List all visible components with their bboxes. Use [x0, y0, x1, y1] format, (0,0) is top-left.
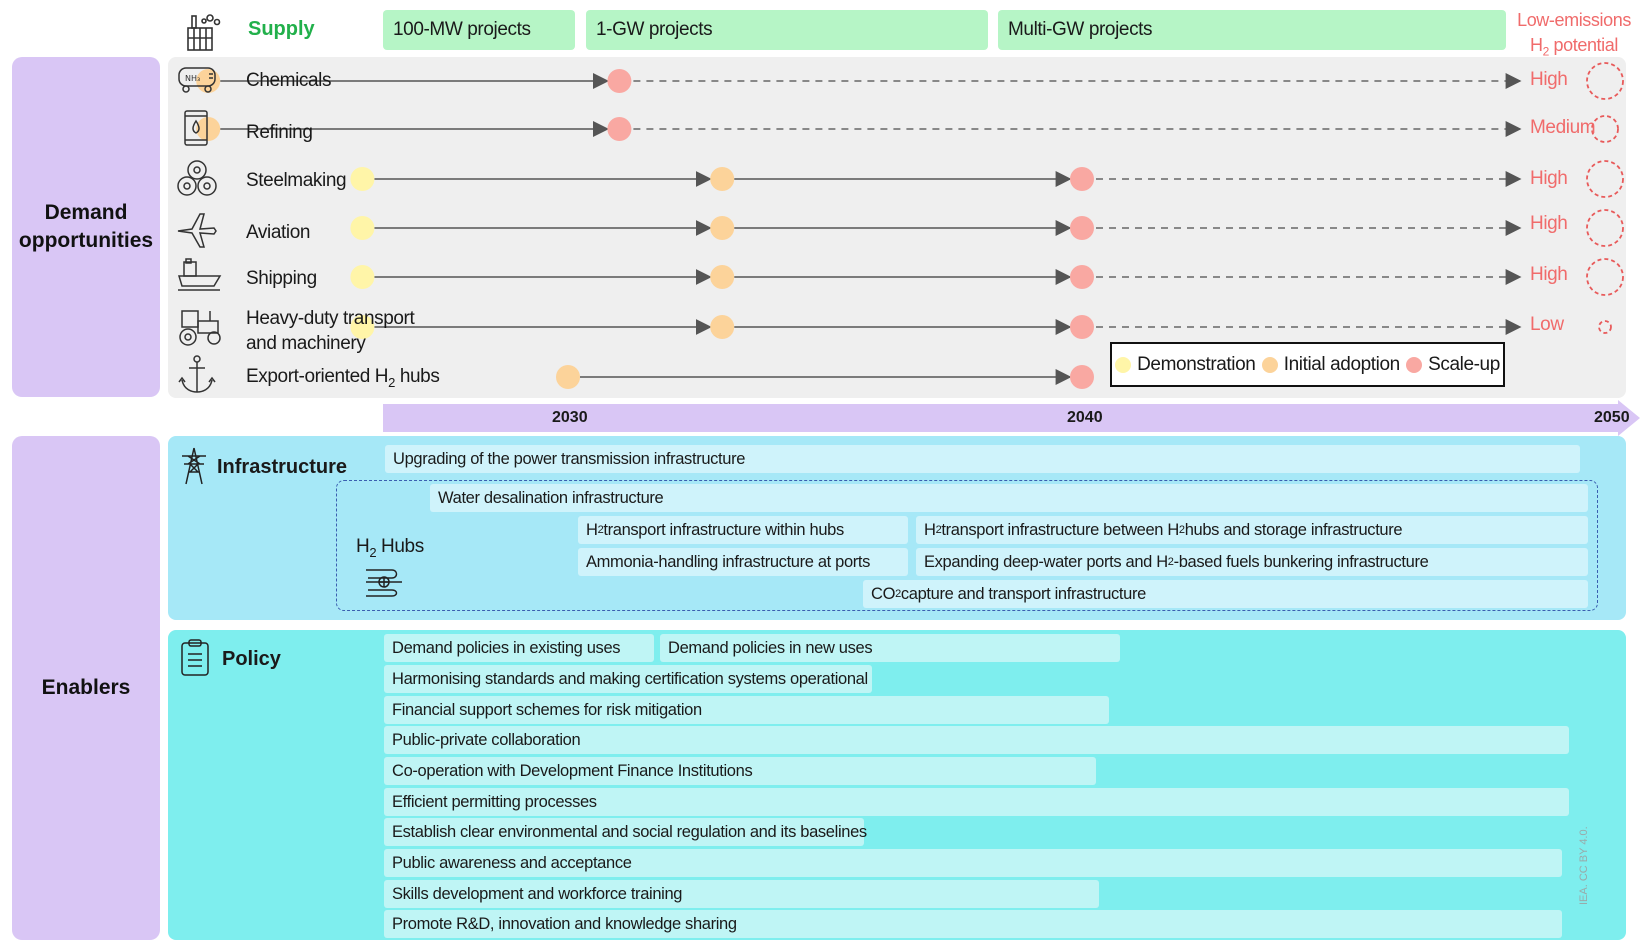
potential-heavy-duty: Low — [1530, 314, 1564, 335]
year-2050: 2050 — [1594, 409, 1630, 426]
milestone-demonstration — [350, 167, 375, 191]
legend-initial-adoption: Initial adoption — [1261, 354, 1400, 376]
milestone-scale-up — [607, 117, 632, 141]
milestone-scale-up — [1070, 265, 1094, 289]
ammonia-tank-icon: NH₃ — [176, 62, 218, 102]
year-2040: 2040 — [1067, 409, 1103, 426]
milestone-initial-adoption — [710, 265, 735, 289]
timeline-arrow — [383, 400, 1640, 436]
potential-aviation: High — [1530, 213, 1568, 234]
policy-bar-awareness: Public awareness and acceptance — [384, 849, 1562, 877]
infra-bar-ammonia: Ammonia-handling infrastructure at ports — [578, 548, 908, 576]
policy-bar-regulation: Establish clear environmental and social… — [384, 818, 867, 846]
milestone-scale-up — [1070, 167, 1094, 191]
potential-chemicals: High — [1530, 69, 1568, 90]
potential-circle — [1586, 209, 1624, 247]
policy-bar-dfi: Co-operation with Development Finance In… — [384, 757, 1096, 785]
milestone-demonstration — [350, 315, 375, 339]
infra-bar-water: Water desalination infrastructure — [430, 484, 1588, 512]
row-label-chemicals: Chemicals — [246, 70, 332, 91]
policy-bar-financial-support: Financial support schemes for risk mitig… — [384, 696, 1109, 724]
potential-steelmaking: High — [1530, 168, 1568, 189]
milestone-initial-adoption — [196, 117, 221, 141]
milestone-demonstration — [350, 216, 375, 240]
legend-demonstration: Demonstration — [1115, 354, 1256, 376]
supply-phase-1gw: 1-GW projects — [586, 10, 988, 50]
row-label-shipping: Shipping — [246, 268, 317, 289]
policy-title: Policy — [222, 648, 281, 670]
potential-header: Low-emissions H2 potential — [1508, 8, 1640, 65]
h2-hubs-box — [336, 480, 1598, 611]
pipelines-icon — [362, 562, 408, 598]
row-label-aviation: Aviation — [246, 222, 311, 243]
potential-circle — [1598, 320, 1612, 334]
row-label-steelmaking: Steelmaking — [246, 170, 347, 191]
policy-bar-rnd: Promote R&D, innovation and knowledge sh… — [384, 910, 1562, 938]
milestone-scale-up — [607, 69, 632, 93]
milestone-scale-up — [1070, 216, 1094, 240]
row-label-refining: Refining — [246, 122, 313, 143]
policy-bar-new-uses: Demand policies in new uses — [660, 634, 1120, 662]
airplane-icon — [176, 210, 218, 250]
svg-text:NH₃: NH₃ — [185, 74, 200, 83]
milestone-initial-adoption — [710, 167, 735, 191]
transmission-tower-icon — [180, 446, 208, 486]
watermark: IEA. CC BY 4.0. — [1578, 826, 1590, 905]
infrastructure-title: Infrastructure — [217, 456, 348, 478]
oil-barrel-icon — [176, 108, 218, 148]
potential-circle — [1586, 258, 1624, 296]
potential-shipping: High — [1530, 264, 1568, 285]
enablers-panel: Enablers — [12, 436, 160, 940]
tractor-icon — [176, 307, 221, 347]
policy-bar-permitting: Efficient permitting processes — [384, 788, 1569, 816]
h2-hubs-label: H2 Hubs — [356, 536, 424, 560]
potential-header-line1: Low-emissions — [1517, 10, 1631, 30]
legend: Demonstration Initial adoption Scale-up — [1110, 342, 1505, 387]
potential-circle — [1586, 62, 1624, 100]
steel-coils-icon — [176, 158, 218, 198]
milestone-initial-adoption — [710, 315, 735, 339]
infra-bar-power: Upgrading of the power transmission infr… — [385, 445, 1580, 473]
potential-header-line2: H2 potential — [1530, 35, 1618, 59]
policy-bar-standards: Harmonising standards and making certifi… — [384, 665, 872, 693]
supply-phase-100mw: 100-MW projects — [383, 10, 575, 50]
potential-refining: Medium — [1530, 117, 1596, 138]
potential-circle — [1591, 115, 1619, 143]
milestone-initial-adoption — [556, 365, 580, 389]
anchor-icon — [176, 354, 218, 394]
policy-bar-skills: Skills development and workforce trainin… — [384, 880, 1099, 908]
demand-timeline-graphic — [196, 62, 1624, 389]
milestone-initial-adoption — [196, 69, 221, 93]
year-2030: 2030 — [552, 409, 588, 426]
supply-label: Supply — [248, 18, 315, 40]
milestone-scale-up — [1070, 365, 1094, 389]
milestone-scale-up — [1070, 315, 1094, 339]
policy-bar-public-private: Public-private collaboration — [384, 726, 1569, 754]
hydrogen-plant-icon — [182, 12, 222, 52]
ship-icon — [176, 258, 222, 298]
milestone-demonstration — [350, 265, 375, 289]
clipboard-icon — [178, 638, 212, 678]
demand-title-line2: opportunities — [18, 229, 154, 252]
milestone-initial-adoption — [710, 216, 735, 240]
potential-circle — [1586, 160, 1624, 198]
legend-scale-up: Scale-up — [1406, 354, 1500, 376]
demand-opportunities-panel: Demand opportunities — [12, 57, 160, 397]
policy-bar-existing-uses: Demand policies in existing uses — [384, 634, 654, 662]
supply-phase-multigw: Multi-GW projects — [998, 10, 1506, 50]
row-label-export-hubs: Export-oriented H2 hubs — [246, 366, 440, 390]
demand-title-line1: Demand — [44, 201, 128, 224]
